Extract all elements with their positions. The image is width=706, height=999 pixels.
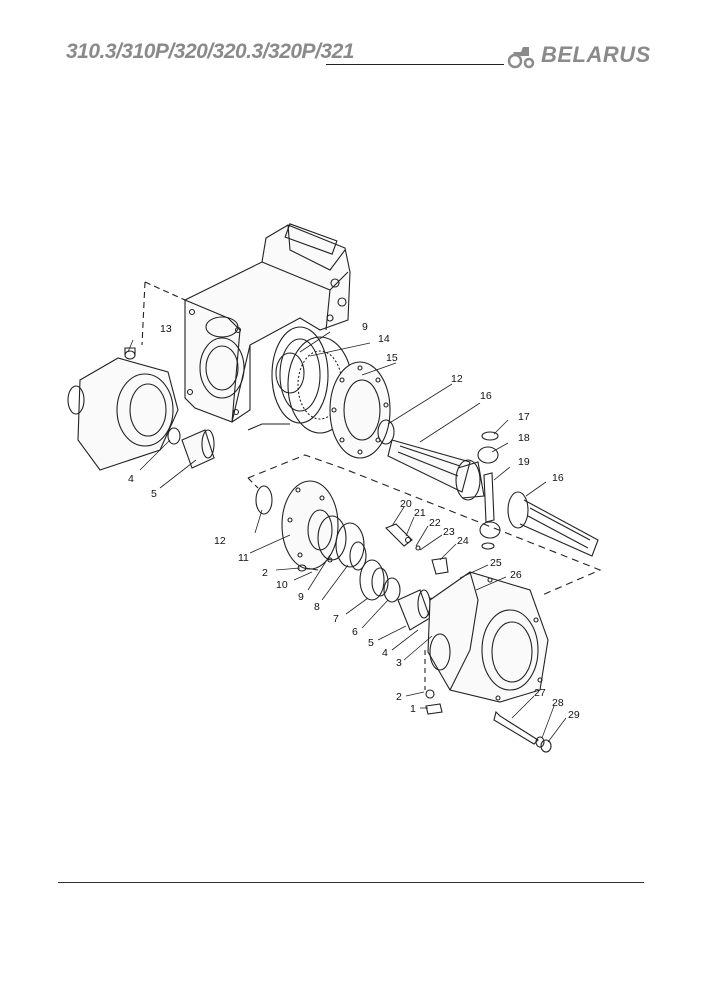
spring-part bbox=[415, 545, 421, 551]
callout-6: 6 bbox=[352, 626, 358, 638]
bolt-1 bbox=[425, 703, 443, 715]
callout-18: 18 bbox=[518, 432, 530, 444]
callout-8: 8 bbox=[314, 601, 320, 613]
callout-12-top: 12 bbox=[451, 373, 463, 385]
valve-part bbox=[431, 557, 449, 575]
callout-10: 10 bbox=[276, 579, 288, 591]
callout-17: 17 bbox=[518, 411, 530, 423]
callout-13: 13 bbox=[160, 323, 172, 335]
footer-rule bbox=[58, 882, 644, 883]
callout-19: 19 bbox=[518, 456, 530, 468]
snap-ring bbox=[481, 431, 499, 441]
callout-5-right: 5 bbox=[368, 637, 374, 649]
lower-housing bbox=[427, 571, 549, 703]
callout-11: 11 bbox=[238, 552, 249, 564]
callout-5-left: 5 bbox=[151, 488, 157, 500]
ring-part bbox=[167, 427, 181, 445]
washer-part bbox=[377, 419, 395, 445]
brand-logo: BELARUS bbox=[507, 42, 651, 70]
model-title: 310.3/310P/320/320.3/320P/321 bbox=[66, 40, 354, 63]
bolt-part bbox=[304, 567, 319, 571]
bearing-lower bbox=[397, 589, 431, 631]
callout-2-left: 2 bbox=[262, 567, 268, 579]
callout-21: 21 bbox=[414, 507, 426, 519]
nut-29 bbox=[540, 739, 552, 753]
snap-ring-lower bbox=[481, 542, 495, 550]
callout-20: 20 bbox=[400, 498, 412, 510]
callout-9-bottom: 9 bbox=[298, 591, 304, 603]
callout-3: 3 bbox=[396, 657, 402, 669]
callout-26: 26 bbox=[510, 569, 522, 581]
callout-7: 7 bbox=[333, 613, 339, 625]
callout-9-top: 9 bbox=[362, 321, 368, 333]
callout-4-right: 4 bbox=[382, 647, 388, 659]
callout-23: 23 bbox=[443, 526, 455, 538]
callout-29: 29 bbox=[568, 709, 580, 721]
pin-part bbox=[483, 472, 495, 523]
gear-stack bbox=[317, 515, 389, 601]
shaft-lower bbox=[507, 491, 599, 557]
shaft-upper bbox=[387, 439, 485, 501]
callout-22: 22 bbox=[429, 517, 441, 529]
ring-6 bbox=[383, 577, 401, 603]
flange-part bbox=[329, 361, 391, 459]
callout-1: 1 bbox=[410, 703, 416, 715]
brand-name: BELARUS bbox=[541, 42, 651, 67]
washer-28 bbox=[535, 736, 545, 748]
callout-15: 15 bbox=[386, 352, 398, 364]
callout-14: 14 bbox=[378, 333, 390, 345]
callout-25: 25 bbox=[490, 557, 502, 569]
washer-lower bbox=[255, 485, 273, 515]
callout-27: 27 bbox=[534, 687, 546, 699]
bearing-part bbox=[181, 429, 215, 469]
ball-part bbox=[404, 536, 412, 544]
washer-2 bbox=[425, 689, 435, 699]
callout-12-bottom: 12 bbox=[214, 535, 226, 547]
stud-27 bbox=[493, 710, 539, 745]
main-housing bbox=[184, 223, 351, 431]
header-rule bbox=[326, 64, 504, 65]
callout-4-left: 4 bbox=[128, 473, 134, 485]
callout-2-right: 2 bbox=[396, 691, 402, 703]
callout-24: 24 bbox=[457, 535, 469, 547]
pinion-gear-lower bbox=[479, 521, 501, 539]
final-drive-cover bbox=[67, 347, 179, 471]
callout-28: 28 bbox=[552, 697, 564, 709]
tractor-icon bbox=[507, 47, 535, 69]
callout-16-top: 16 bbox=[480, 390, 492, 402]
callout-16-bottom: 16 bbox=[552, 472, 564, 484]
pinion-gear bbox=[477, 446, 499, 464]
